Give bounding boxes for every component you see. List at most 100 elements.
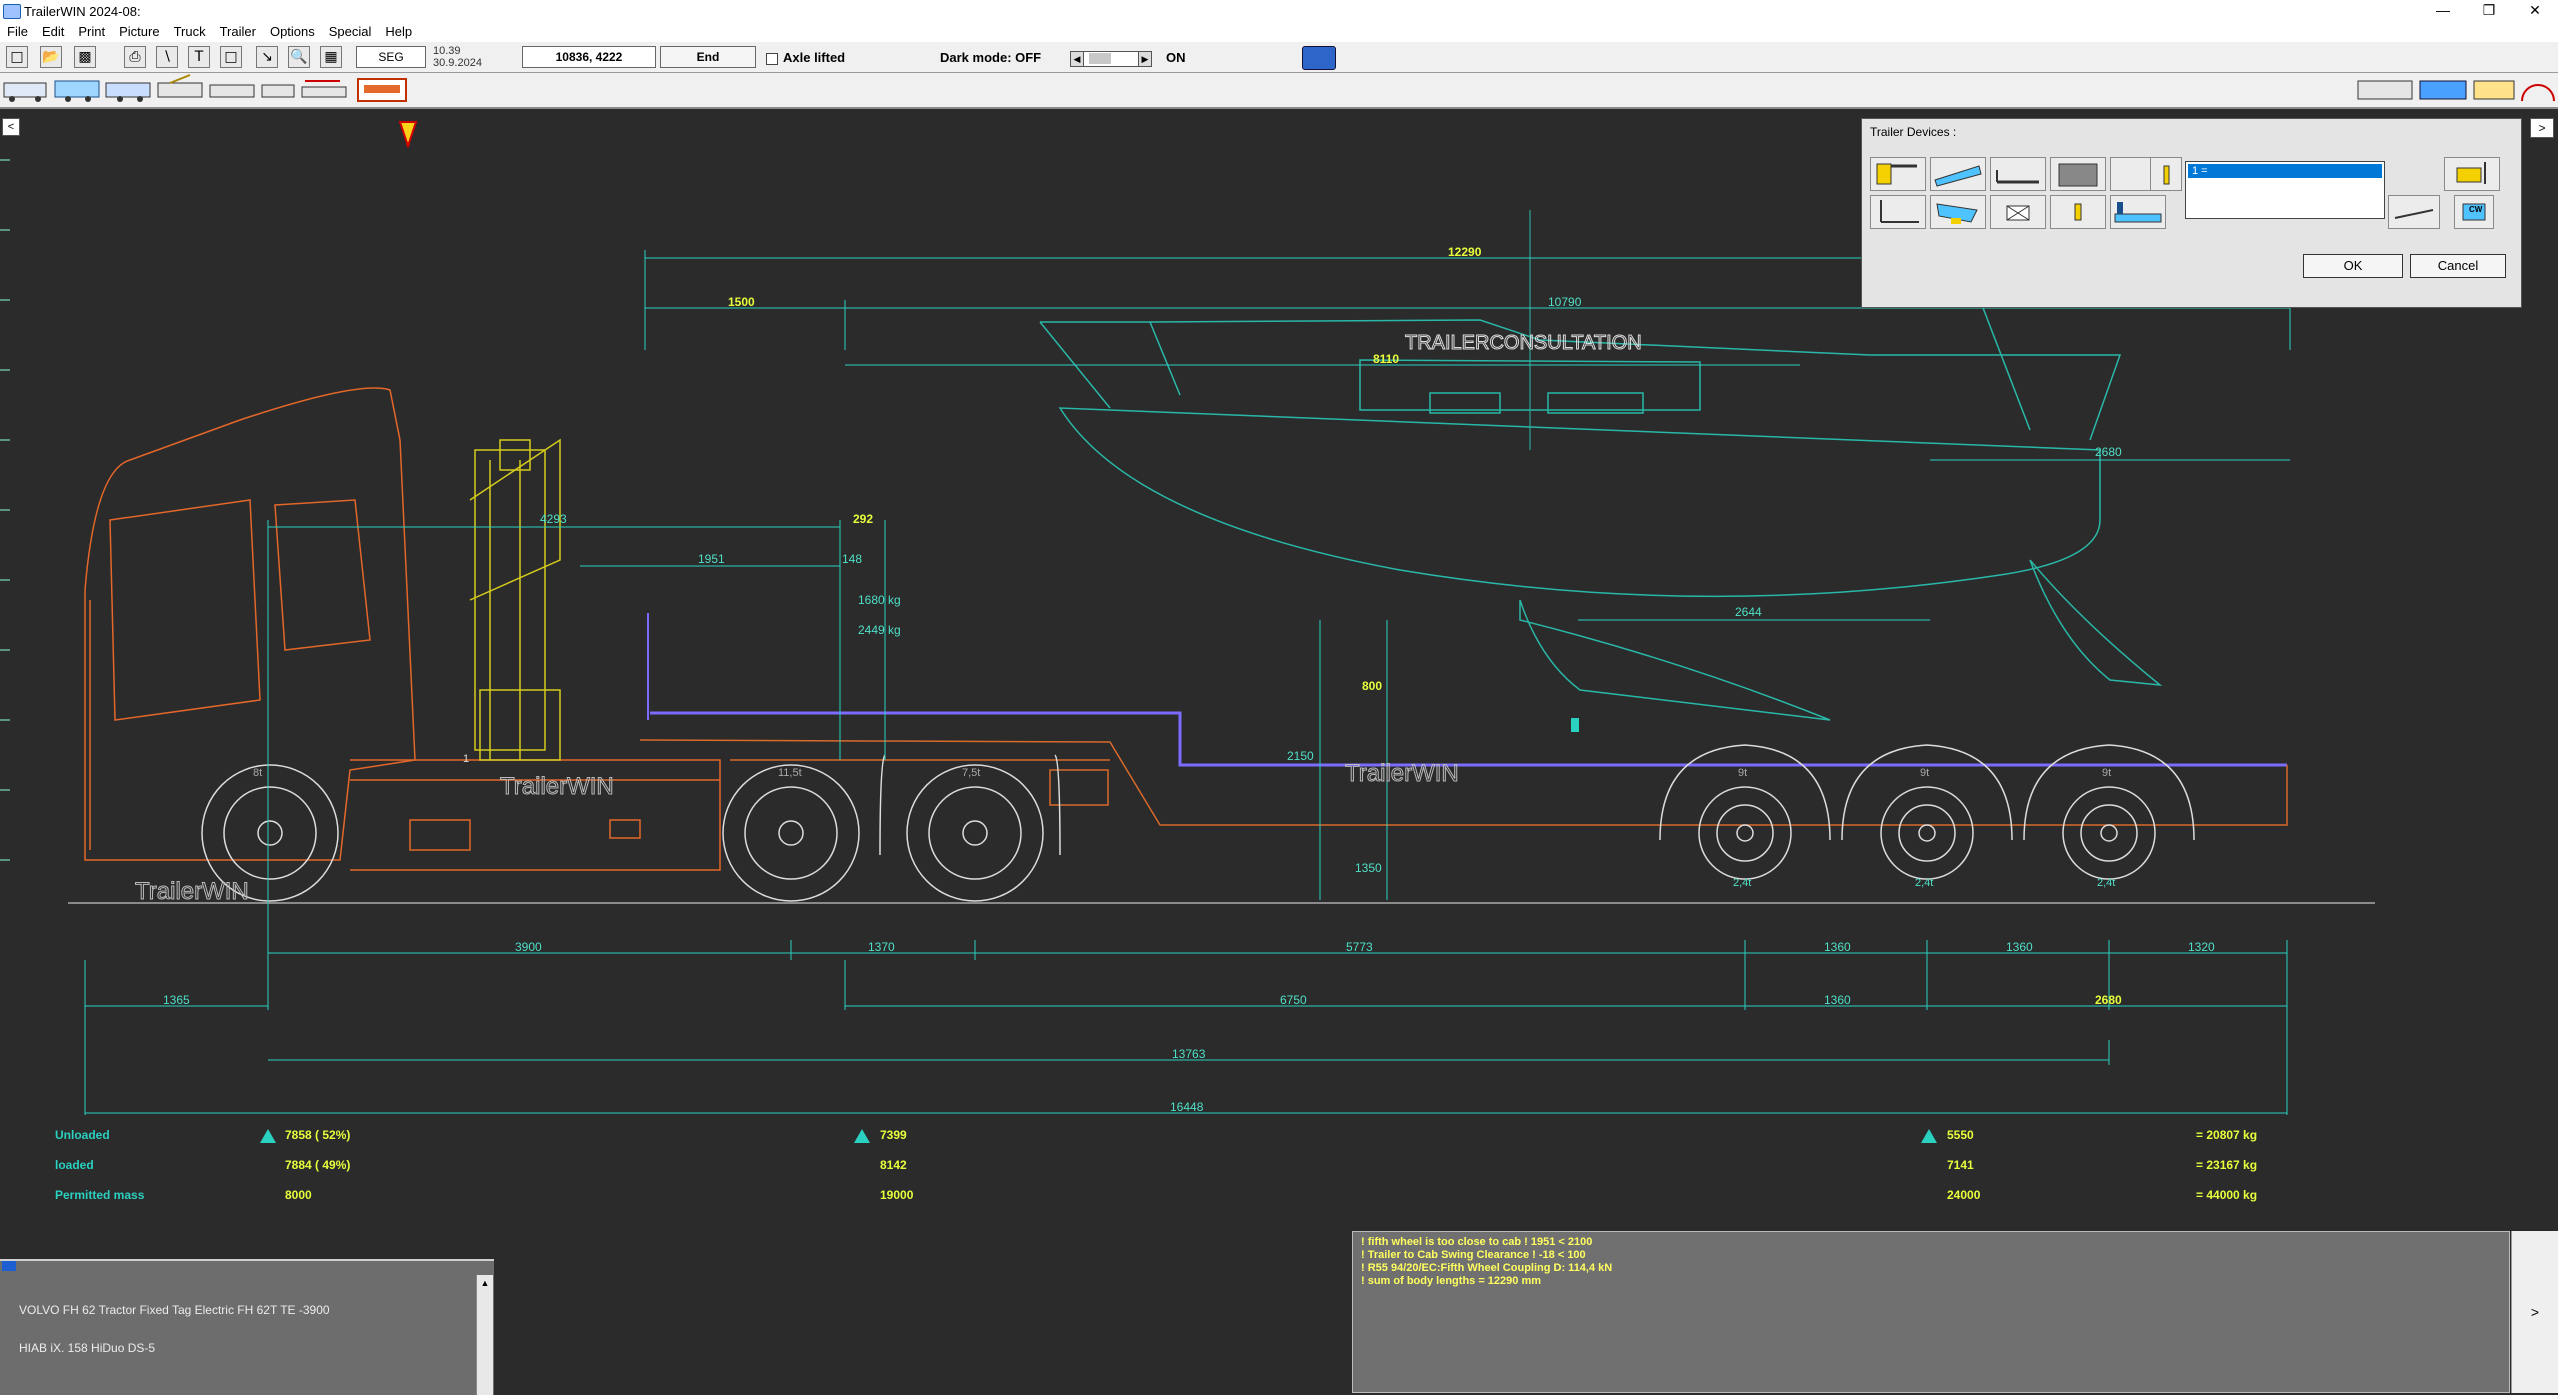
- device-platform-icon[interactable]: [1990, 157, 2046, 191]
- warning-icon[interactable]: [398, 121, 418, 150]
- device-list[interactable]: 1 =: [2185, 161, 2385, 219]
- date-readout: 30.9.2024: [433, 57, 482, 69]
- dim-148: 148: [842, 552, 862, 566]
- menu-print[interactable]: Print: [78, 24, 106, 39]
- device-list-selected-item[interactable]: 1 =: [2188, 164, 2382, 178]
- device-box-icon[interactable]: [2050, 157, 2106, 191]
- dim-bottom-5773: 5773: [1346, 940, 1373, 954]
- dim-1350: 1350: [1355, 861, 1382, 875]
- trailer-icon[interactable]: [54, 80, 100, 102]
- end-button[interactable]: End: [660, 46, 756, 68]
- device-forklift-icon[interactable]: [2444, 157, 2500, 191]
- dimension-lines: [84, 250, 2291, 1115]
- frame-tool-icon[interactable]: □: [220, 46, 242, 68]
- menu-trailer[interactable]: Trailer: [219, 24, 256, 39]
- image-tool-icon[interactable]: ▦: [320, 46, 342, 68]
- right-tool-icon-1[interactable]: [2357, 80, 2413, 100]
- total-permitted: = 44000 kg: [2196, 1188, 2257, 1202]
- device-support-leg-icon[interactable]: [2150, 157, 2182, 191]
- open-file-icon[interactable]: 📂: [40, 46, 62, 68]
- save-file-icon[interactable]: ▩: [74, 46, 96, 68]
- device-ramp-icon[interactable]: [1930, 157, 1986, 191]
- dim-top-total: 12290: [1448, 245, 1482, 259]
- menu-special[interactable]: Special: [328, 24, 372, 39]
- boat-drawing[interactable]: [1039, 210, 2163, 721]
- dim-16448: 16448: [1170, 1100, 1204, 1114]
- print-icon[interactable]: ⎙: [124, 46, 146, 68]
- zoom-icon[interactable]: 🔍: [288, 46, 310, 68]
- row-label-loaded: loaded: [55, 1158, 94, 1172]
- dark-mode-label: Dark mode: OFF: [940, 50, 1042, 65]
- device-tipper-icon[interactable]: [1930, 195, 1986, 229]
- ok-button[interactable]: OK: [2303, 254, 2403, 278]
- window-title: TrailerWIN 2024-08:: [24, 4, 141, 19]
- collapse-left-button[interactable]: <: [2, 118, 20, 136]
- rear-axle-permitted: 19000: [880, 1188, 914, 1202]
- drawbar-icon[interactable]: [209, 84, 255, 98]
- coordinate-readout: 10836, 4222: [522, 46, 656, 68]
- truck-cab[interactable]: [84, 387, 721, 871]
- menu-truck[interactable]: Truck: [173, 24, 206, 39]
- close-button[interactable]: ✕: [2529, 2, 2541, 18]
- dolly-icon[interactable]: [261, 84, 295, 98]
- dim-292: 292: [853, 512, 873, 526]
- slider-right-icon[interactable]: ▶: [1138, 52, 1151, 66]
- text-tool-icon[interactable]: T: [188, 46, 210, 68]
- scroll-up-icon[interactable]: ▲: [480, 1278, 490, 1288]
- bus-icon[interactable]: [1302, 46, 1336, 70]
- crane-truck-icon[interactable]: [157, 74, 203, 98]
- axle-label-front: 8t: [253, 767, 262, 779]
- slider-left-icon[interactable]: ◀: [1071, 52, 1084, 66]
- trailer-deck[interactable]: [647, 613, 2287, 767]
- line-tool-icon[interactable]: ∖: [156, 46, 178, 68]
- expand-right-button[interactable]: >: [2530, 118, 2554, 138]
- trailer-frame: [639, 739, 2288, 826]
- warning-line-3: ! R55 94/20/EC:Fifth Wheel Coupling D: 1…: [1361, 1262, 1613, 1274]
- minimize-button[interactable]: —: [2436, 2, 2450, 18]
- rear-axle-loaded: 8142: [880, 1158, 907, 1172]
- device-crossed-box-icon[interactable]: [1990, 195, 2046, 229]
- measure-tool-icon[interactable]: ↘: [256, 46, 278, 68]
- device-crane-icon[interactable]: [1870, 157, 1926, 191]
- device-axles-icon[interactable]: [2110, 195, 2166, 229]
- axle-lifted-checkbox[interactable]: [766, 53, 778, 65]
- device-stanchion-icon[interactable]: [1870, 195, 1926, 229]
- trailer-axle-label-1: 9t: [1738, 767, 1747, 779]
- menu-file[interactable]: File: [7, 24, 28, 39]
- weight-2449: 2449 kg: [858, 623, 901, 637]
- slider-thumb[interactable]: [1089, 53, 1111, 64]
- info-panel-handle[interactable]: [2, 1261, 16, 1271]
- low-loader-icon[interactable]: [301, 80, 347, 98]
- drawing-canvas[interactable]: TrailerWIN TrailerWIN TrailerWIN TRAILER…: [0, 109, 2558, 1393]
- left-ruler: [0, 159, 10, 861]
- next-panel-button[interactable]: >: [2511, 1231, 2558, 1393]
- front-axle-permitted: 8000: [285, 1188, 312, 1202]
- selected-vehicle-icon[interactable]: [357, 78, 407, 102]
- info-scrollbar[interactable]: ▲: [476, 1275, 493, 1395]
- menu-picture[interactable]: Picture: [119, 24, 160, 39]
- menu-options[interactable]: Options: [269, 24, 315, 39]
- crane-drawing[interactable]: [469, 438, 561, 761]
- semi-trailer-icon[interactable]: [105, 82, 151, 102]
- device-cw-icon[interactable]: CW: [2454, 195, 2494, 229]
- truck-icon[interactable]: [3, 82, 47, 102]
- gauge-icon[interactable]: [2521, 84, 2555, 102]
- trailer-axle-loaded: 7141: [1947, 1158, 1974, 1172]
- rear-axle-unloaded: 7399: [880, 1128, 907, 1142]
- watermark-ground: TrailerWIN: [135, 878, 249, 905]
- dim-bottom-3900: 3900: [515, 940, 542, 954]
- seg-field[interactable]: SEG: [356, 46, 426, 68]
- truck-description: VOLVO FH 62 Tractor Fixed Tag Electric F…: [19, 1303, 330, 1317]
- menu-help[interactable]: Help: [385, 24, 413, 39]
- right-tool-icon-2[interactable]: [2419, 80, 2467, 100]
- menu-edit[interactable]: Edit: [41, 24, 65, 39]
- new-file-icon[interactable]: □: [6, 46, 28, 68]
- restore-button[interactable]: ❐: [2482, 2, 2496, 18]
- device-coupling-icon[interactable]: [2388, 195, 2440, 229]
- device-jack-icon[interactable]: [2050, 195, 2106, 229]
- dark-mode-slider[interactable]: ◀ ▶: [1070, 51, 1152, 67]
- cancel-button[interactable]: Cancel: [2410, 254, 2506, 278]
- warnings-panel: ! fifth wheel is too close to cab ! 1951…: [1352, 1231, 2510, 1393]
- dim-bottom-1360a: 1360: [1824, 940, 1851, 954]
- right-tool-icon-3[interactable]: [2473, 80, 2515, 100]
